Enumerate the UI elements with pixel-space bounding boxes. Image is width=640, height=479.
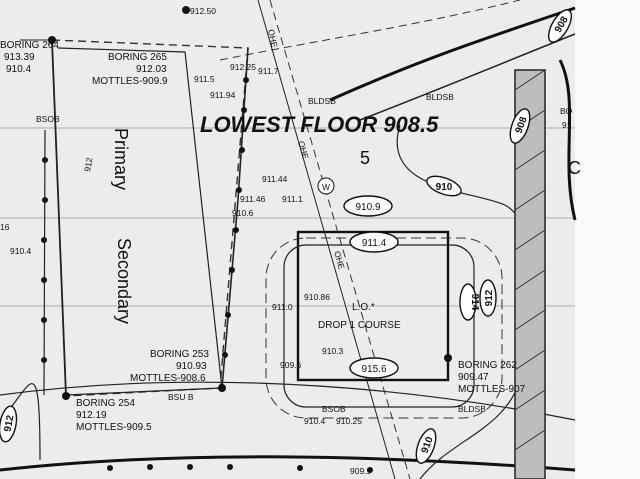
svg-text:C: C [568,158,581,178]
svg-text:BORING 254: BORING 254 [76,398,135,409]
svg-text:911.44: 911.44 [262,174,288,184]
svg-text:BORING 262: BORING 262 [458,360,517,371]
overhead-electric-line [257,0,396,479]
svg-text:BO: BO [560,106,573,116]
contour-oval-908-a: 908 [547,9,573,43]
silt-fence [41,47,373,473]
septic-area-outline [57,47,223,396]
svg-text:912: 912 [484,289,495,306]
boring-265-label: BORING 265 912.03 MOTTLES-909.9 [92,52,168,87]
svg-text:911.4: 911.4 [362,238,387,249]
svg-text:BSU B: BSU B [168,392,194,402]
svg-text:909.6: 909.6 [280,360,302,370]
boring-254-label: BORING 254 912.19 MOTTLES-909.5 [76,398,152,433]
svg-text:912.50: 912.50 [190,6,216,16]
secondary-area-label: Secondary [114,238,134,324]
svg-text:MOTTLES-908.6: MOTTLES-908.6 [130,373,206,384]
svg-text:910.4: 910.4 [10,246,32,256]
svg-text:910.93: 910.93 [176,361,207,372]
svg-text:MOTTLES-907: MOTTLES-907 [458,384,526,395]
svg-text:OHE: OHE [296,140,311,161]
svg-text:911.94: 911.94 [210,90,236,100]
boring-253-label: BORING 253 910.93 MOTTLES-908.6 [130,349,209,384]
svg-text:911.1: 911.1 [282,194,303,204]
boring-markers [48,6,452,400]
svg-text:912: 912 [3,414,17,433]
svg-text:91: 91 [562,120,572,130]
house-label-line1: L.O.* [352,302,375,313]
lot-line-left [51,39,67,397]
lot-number: 5 [360,148,370,168]
svg-text:914: 914 [469,294,480,311]
svg-text:MOTTLES-909.9: MOTTLES-909.9 [92,76,168,87]
lowest-floor-label: LOWEST FLOOR 908.5 [200,112,439,137]
svg-text:910.3: 910.3 [322,346,344,356]
svg-text:912.19: 912.19 [76,410,107,421]
svg-text:910.6: 910.6 [232,208,254,218]
svg-text:911.7: 911.7 [258,66,279,76]
svg-text:BSOB: BSOB [36,114,60,124]
svg-text:912.03: 912.03 [136,64,167,75]
svg-text:BLDSB: BLDSB [426,92,454,102]
elevation-oval-915-6: 915.6 [349,357,399,379]
svg-text:BORING 253: BORING 253 [150,349,209,360]
svg-text:OHE: OHE [266,28,280,48]
svg-text:911.46: 911.46 [240,194,266,204]
svg-text:MOTTLES-909.5: MOTTLES-909.5 [76,422,152,433]
hatch-lines [514,69,546,451]
svg-text:910: 910 [436,182,453,193]
svg-text:913.39: 913.39 [4,52,35,63]
svg-text:912.25: 912.25 [230,62,256,72]
setback-labels: BLDSB BLDSB BSOB BSU B BSOB BLDSB [36,92,486,414]
svg-text:909.47: 909.47 [458,372,489,383]
contour-oval-914: 914 [459,283,480,321]
overhead-electric-labels: OHE OHE OHE [266,28,347,270]
primary-area-label: Primary [111,128,131,190]
svg-text:BSOB: BSOB [322,404,346,414]
contour-oval-910-b: 910 [415,428,437,464]
svg-text:BORING 265: BORING 265 [108,52,167,63]
elevation-oval-911-4: 911.4 [349,231,399,253]
boring-264-label: BORING 264 913.39 910.4 [0,40,59,75]
svg-text:910.4: 910.4 [6,64,31,75]
svg-text:BLDSB: BLDSB [458,404,486,414]
house-label-line2: DROP 1 COURSE [318,320,401,331]
silt-fence-left [43,129,46,396]
svg-text:911.0: 911.0 [272,302,293,312]
svg-text:910.9: 910.9 [355,202,380,213]
svg-text:915.6: 915.6 [361,364,386,375]
contour-oval-908-b: 908 [509,108,531,144]
svg-text:910.25: 910.25 [336,416,362,426]
boring-262-label: BORING 262 909.47 MOTTLES-907 [458,360,526,395]
right-edge-labels: C BO 91 [560,106,581,178]
svg-text:909.9: 909.9 [350,466,372,476]
svg-text:910.86: 910.86 [304,292,330,302]
svg-text:BORING 264: BORING 264 [0,40,59,51]
svg-text:911.5: 911.5 [194,74,215,84]
well-icon: W [317,177,335,195]
spot-elevations: 912.50 912.25 911.7 911.5 911.94 911.44 … [0,6,372,476]
svg-text:912: 912 [82,156,94,172]
svg-text:16: 16 [0,222,10,232]
grid-lines [0,127,575,307]
contour-oval-910-a: 910 [426,175,462,197]
right-road-edge [558,59,577,221]
svg-text:W: W [322,182,330,192]
svg-text:OHE: OHE [332,250,347,271]
svg-text:910.4: 910.4 [304,416,326,426]
contour-oval-912-b: 912 [0,405,18,443]
elevation-oval-910-9: 910.9 [343,195,393,217]
contour-oval-912-a: 912 [479,279,497,317]
overhead-electric-line-2 [269,0,411,479]
svg-text:BLDSB: BLDSB [308,96,336,106]
right-margin [575,0,640,479]
